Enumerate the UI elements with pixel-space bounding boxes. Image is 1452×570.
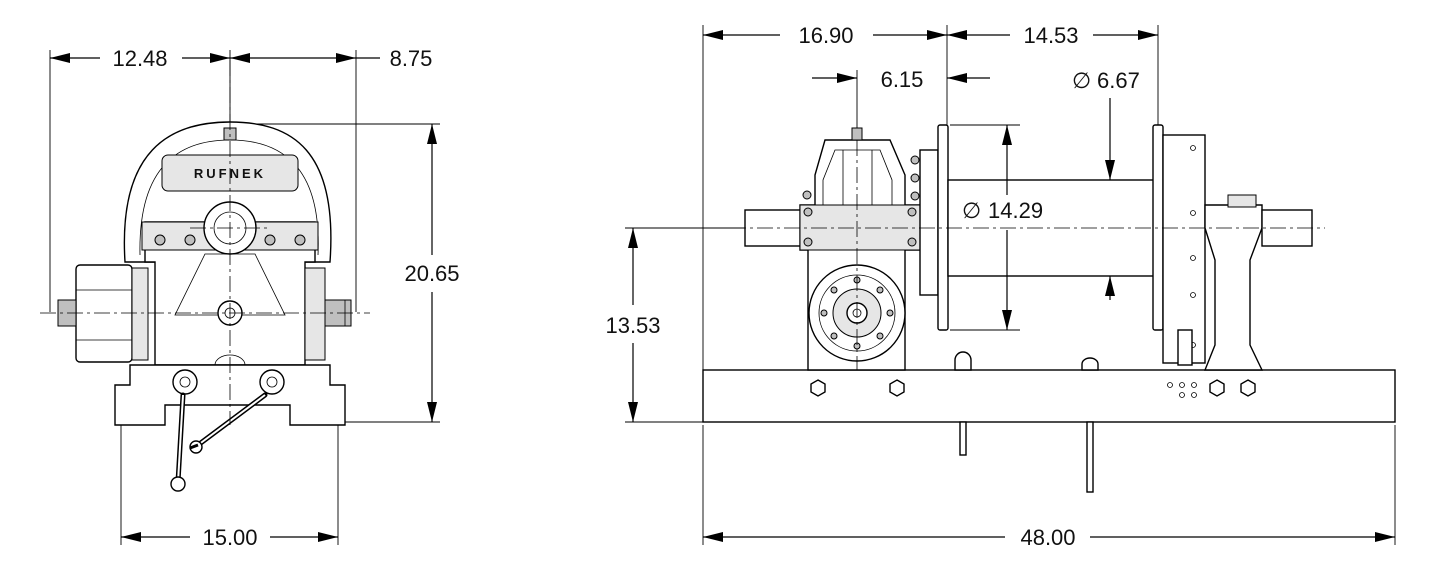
gearbox-top-lug	[851, 127, 863, 141]
dim-shaft-height: 13.53	[605, 313, 660, 338]
dim-gear-to-flange: 16.90	[798, 23, 853, 48]
dim-flange-diameter: 6.67	[1097, 68, 1140, 93]
support-plate	[1162, 134, 1206, 364]
brand-label: RUFNEK	[194, 166, 266, 181]
frame-bracket	[1177, 329, 1193, 366]
drum-hub	[919, 149, 939, 296]
dim-gear-offset: 6.15	[881, 67, 924, 92]
drum-flange-right	[1152, 124, 1164, 331]
dim-base-width: 15.00	[202, 525, 257, 550]
bearing-cap	[1227, 194, 1257, 208]
end-bearing-stand	[1203, 204, 1264, 371]
dim-overall-length: 48.00	[1020, 525, 1075, 550]
brake-cover	[304, 267, 326, 361]
gearbox-flange	[799, 204, 921, 251]
drop-rod-right	[1086, 421, 1094, 493]
control-levers	[170, 392, 268, 492]
valve-fitting-left	[954, 351, 972, 371]
frame-bolts	[810, 379, 1256, 398]
dim-left-to-center: 12.48	[112, 46, 167, 71]
valve-fitting-right	[1081, 357, 1099, 371]
end-view: RUFNEK	[40, 46, 460, 550]
motor-bolts	[820, 276, 894, 350]
port-right	[259, 369, 285, 395]
boss-bolts	[154, 234, 306, 246]
drum-flange-left	[937, 124, 949, 331]
dim-drum-diameter: 14.29	[988, 198, 1043, 223]
motor-flange	[131, 267, 149, 361]
drop-rod-left	[959, 421, 967, 456]
diameter-symbol-flange: ∅	[1072, 68, 1091, 93]
motor-body	[75, 264, 133, 363]
base-frame	[702, 369, 1396, 423]
dim-overall-height: 20.65	[404, 261, 459, 286]
dim-center-to-right: 8.75	[390, 46, 433, 71]
diameter-symbol-drum: ∅	[962, 198, 981, 223]
dim-flange-to-flange: 14.53	[1023, 23, 1078, 48]
side-view: 16.90 14.53 6.15 ∅ 6.67 ∅ 14.29 13.53	[605, 23, 1396, 550]
gearbox-bolts	[802, 155, 920, 247]
port-left	[172, 369, 198, 395]
